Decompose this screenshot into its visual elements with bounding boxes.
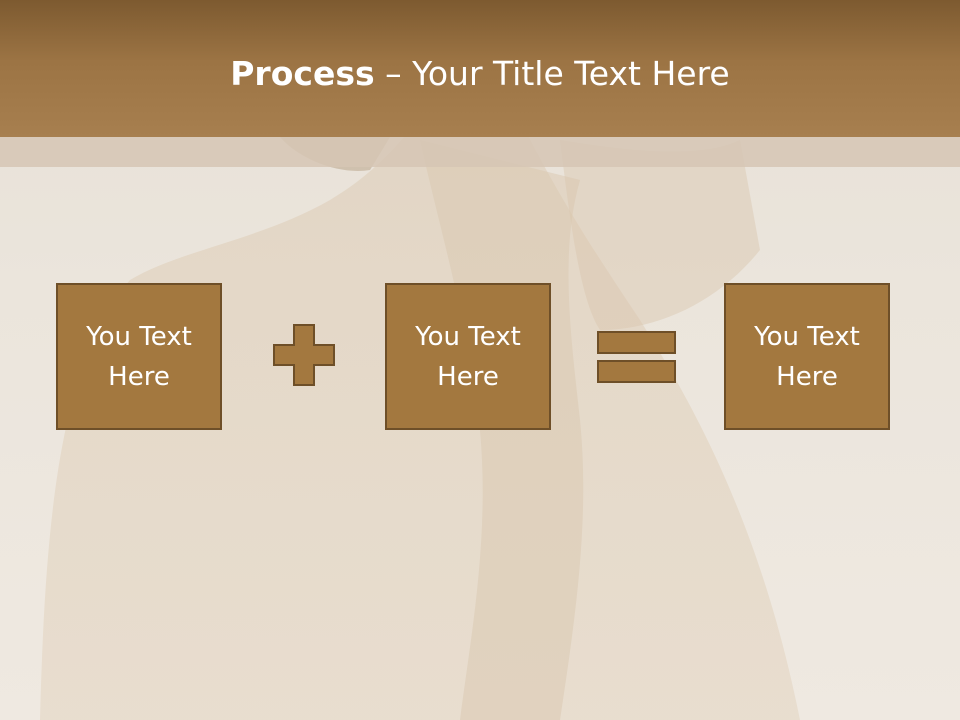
process-box-3[interactable]: You Text Here bbox=[724, 283, 890, 430]
slide-title: Process – Your Title Text Here bbox=[0, 52, 960, 96]
process-box-2-text: You Text Here bbox=[415, 321, 521, 392]
title-bold: Process bbox=[230, 54, 375, 93]
process-box-1[interactable]: You Text Here bbox=[56, 283, 222, 430]
header-band bbox=[0, 0, 960, 137]
header-subband bbox=[0, 137, 960, 167]
plus-icon bbox=[273, 324, 335, 386]
title-rest: – Your Title Text Here bbox=[374, 54, 730, 93]
process-box-3-text: You Text Here bbox=[754, 321, 860, 392]
equals-icon bbox=[597, 331, 676, 383]
process-box-2[interactable]: You Text Here bbox=[385, 283, 551, 430]
process-box-1-text: You Text Here bbox=[86, 321, 192, 392]
